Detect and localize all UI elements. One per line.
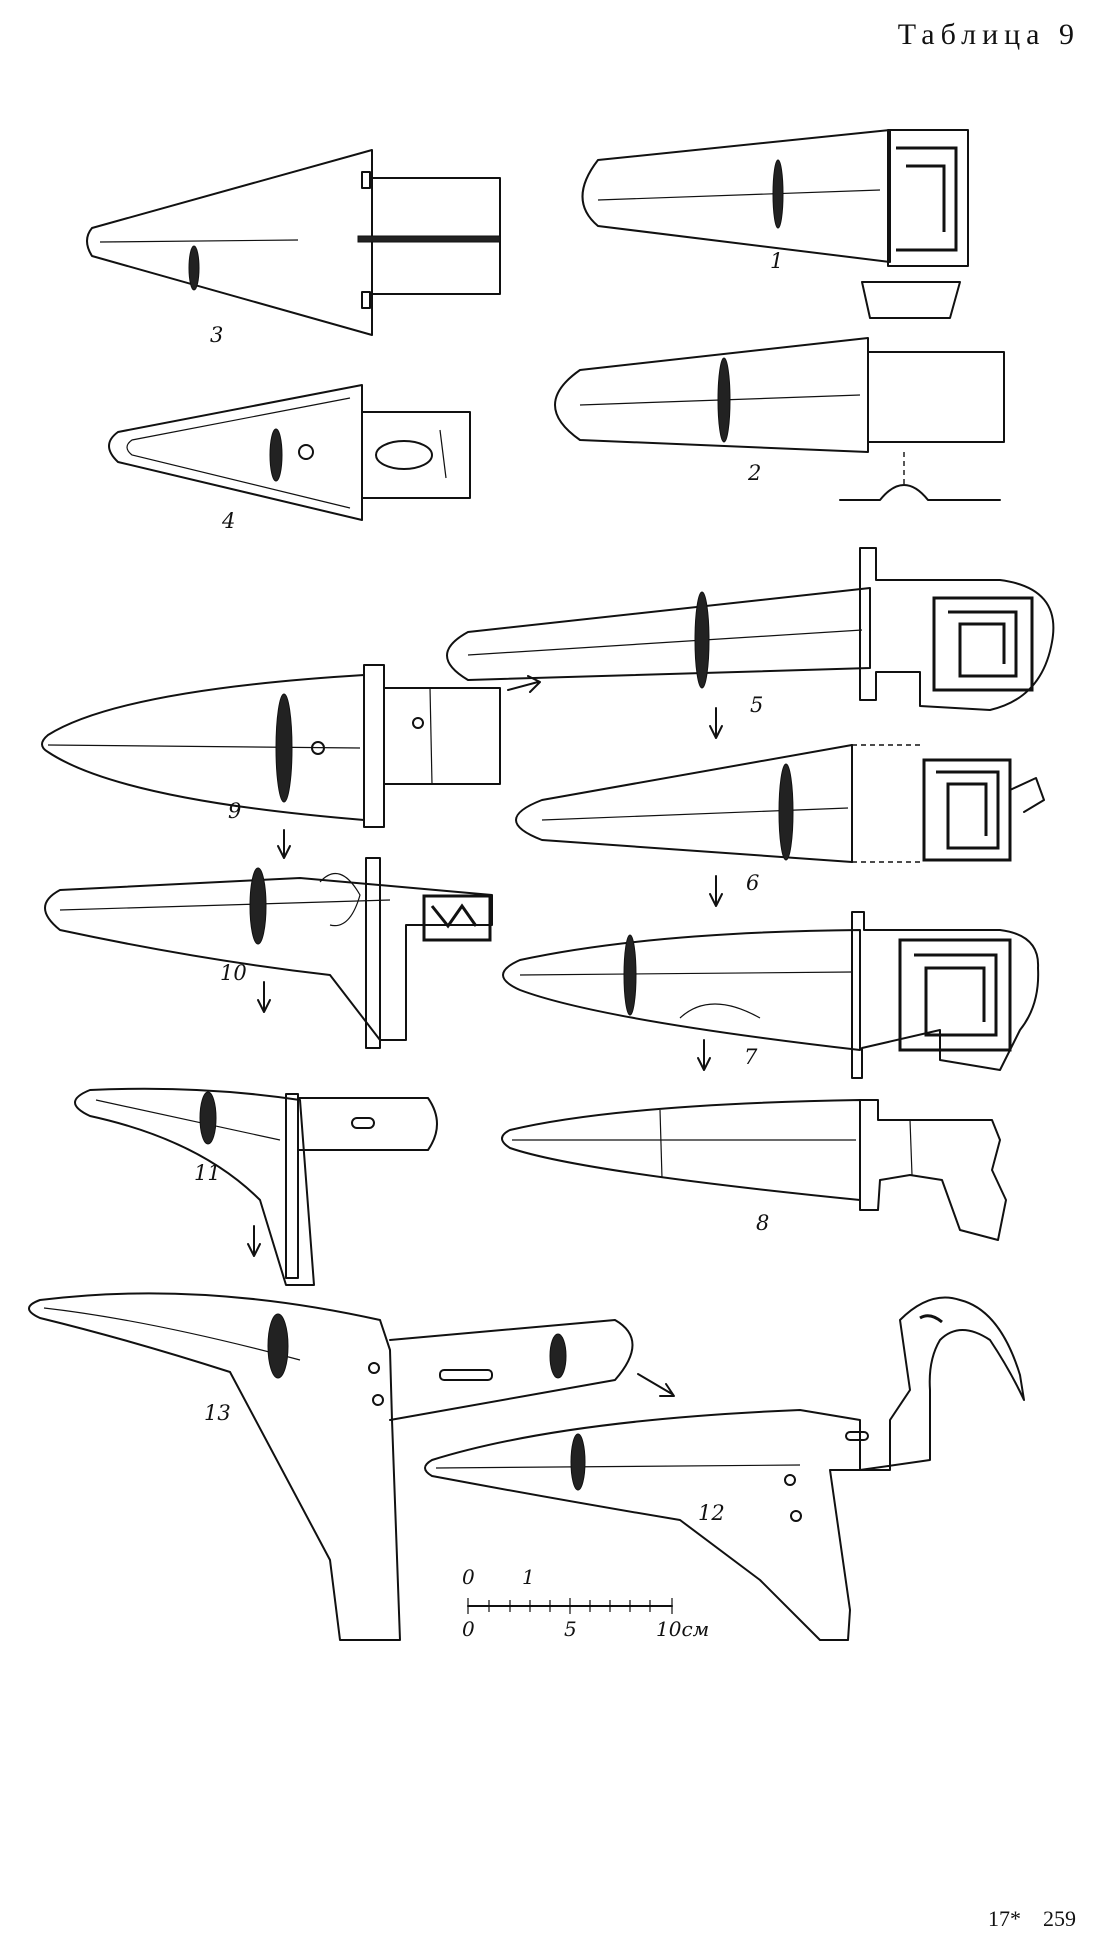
dagger-axe-fig-9 [41, 664, 501, 828]
figure-number: 3 [210, 323, 223, 347]
figure-number: 11 [194, 1161, 221, 1185]
dagger-axe-fig-1 [581, 129, 969, 319]
figure-number: 9 [228, 799, 241, 823]
arrow [277, 829, 291, 859]
dagger-axe-fig-8 [501, 1099, 1007, 1241]
figure-number: 10 [220, 961, 247, 985]
dagger-axe-fig-7 [502, 911, 1040, 1079]
page-title: Таблица 9 [897, 18, 1080, 51]
figure-number: 13 [204, 1401, 231, 1425]
figure-number: 1 [770, 249, 783, 273]
arrow [709, 875, 723, 907]
figure-number: 4 [221, 509, 235, 533]
dagger-axe-fig-10 [44, 857, 493, 1049]
dagger-axe-fig-13 [28, 1292, 634, 1641]
scale-label: 0 [462, 1565, 475, 1589]
figure-number: 2 [747, 461, 761, 485]
page-number: 259 [1043, 1906, 1076, 1931]
figure-number: 8 [756, 1211, 769, 1235]
page-footer: 17* 259 [966, 1906, 1076, 1932]
arrow [247, 1225, 261, 1257]
dagger-axe-fig-12 [424, 1296, 1025, 1641]
dagger-axe-fig-6 [515, 744, 1045, 863]
dagger-axe-fig-3 [86, 149, 501, 336]
dagger-axe-fig-5 [446, 547, 1055, 711]
arrow [257, 981, 271, 1013]
signature-mark: 17* [988, 1906, 1021, 1931]
figure-number: 12 [698, 1501, 725, 1525]
scale-label: 5 [564, 1617, 577, 1641]
arrow [697, 1039, 711, 1071]
figure-number: 7 [744, 1045, 758, 1069]
scale-label: 0 [462, 1617, 475, 1641]
arrow [637, 1373, 675, 1397]
scale-bar [467, 1598, 673, 1614]
scale-label: 10см [656, 1617, 709, 1641]
figure-number: 5 [750, 693, 763, 717]
figure-number: 6 [746, 871, 759, 895]
scale-label: 1 [522, 1565, 535, 1589]
arrow [507, 675, 541, 693]
arrow [709, 707, 723, 739]
dagger-axe-fig-4 [108, 384, 471, 521]
dagger-axe-fig-2 [554, 337, 1005, 501]
dagger-axe-fig-11 [74, 1087, 438, 1286]
